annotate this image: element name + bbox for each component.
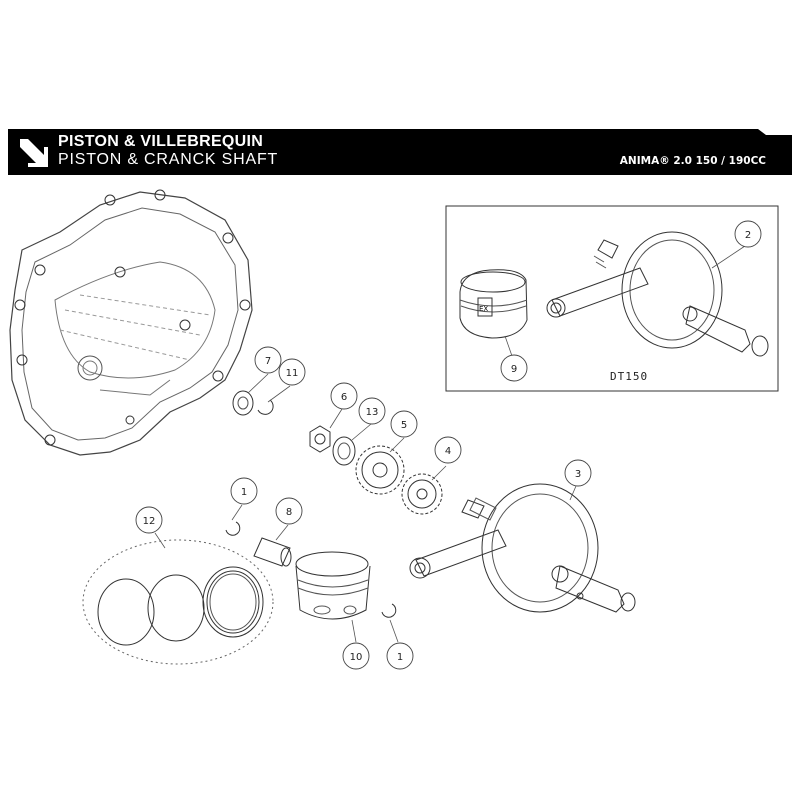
svg-text:13: 13 [366,407,379,418]
crankcase-cover [9,189,253,456]
callout-12: 12 [135,506,163,534]
svg-text:2: 2 [745,230,751,241]
callout-4: 4 [434,436,462,464]
leader-lines [154,245,746,643]
gear-4 [401,473,443,515]
svg-text:10: 10 [350,652,363,663]
callout-3: 3 [564,459,592,487]
model-label: ANIMA® 2.0 150 / 190CC [619,155,766,167]
washer-13 [332,436,356,466]
variant-label: DT150 [610,370,648,383]
header-background [8,129,792,175]
svg-text:7: 7 [265,356,271,367]
arrow-down-right-icon [16,135,50,169]
callout-8: 8 [275,497,303,525]
svg-text:3: 3 [575,469,581,480]
callout-1-bottom: 1 [386,642,414,670]
piston-marking: EX [479,305,488,313]
piston-rings-12 [82,539,274,665]
svg-text:12: 12 [143,516,156,527]
svg-text:4: 4 [445,446,451,457]
piston-10 [295,551,371,620]
nut-6 [309,425,331,453]
inset-crankshaft [546,231,769,357]
inset-dt150-box: EX [445,205,779,392]
circlip-1-bottom [381,603,397,618]
svg-text:1: 1 [397,652,403,663]
callout-labels: 2 9 3 4 5 6 13 7 11 8 1 12 10 1 [135,220,762,670]
callout-11: 11 [278,358,306,386]
title-french: PISTON & VILLEBREQUIN [58,133,264,150]
title-english: PISTON & CRANCK SHAFT [58,151,279,168]
piston-pin-8 [253,537,292,567]
circlip-11 [257,399,274,415]
header-banner: PISTON & VILLEBREQUIN PISTON & CRANCK SH… [8,129,792,175]
svg-text:8: 8 [286,507,292,518]
callout-10: 10 [342,642,370,670]
inset-piston: EX [459,269,528,339]
svg-text:6: 6 [341,392,347,403]
callout-5: 5 [390,410,418,438]
svg-text:5: 5 [401,420,407,431]
callout-1-top: 1 [230,477,258,505]
callout-7: 7 [254,346,282,374]
svg-text:9: 9 [511,364,517,375]
callout-2: 2 [734,220,762,248]
svg-text:1: 1 [241,487,247,498]
svg-text:11: 11 [286,368,299,379]
bearing-7 [232,390,254,416]
callout-9: 9 [500,354,528,382]
crankshaft [409,483,636,613]
circlip-1-top [225,521,241,536]
gear-5 [355,445,405,495]
callout-6: 6 [330,382,358,410]
callout-13: 13 [358,397,386,425]
